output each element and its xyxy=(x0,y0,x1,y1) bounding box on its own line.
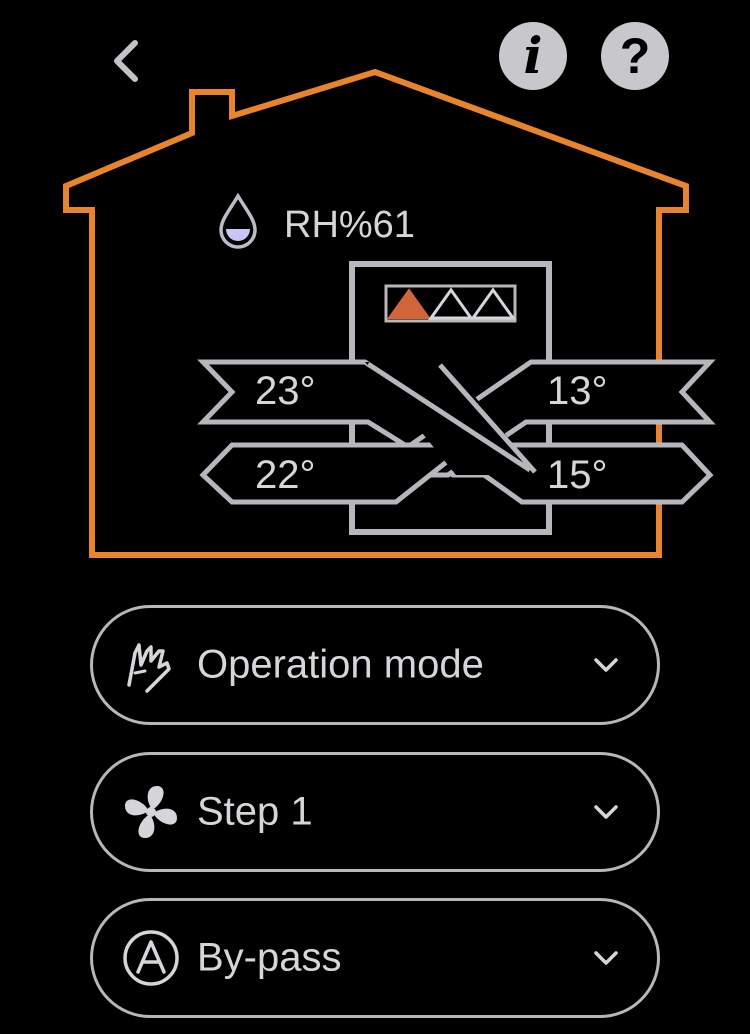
fan-level-step-2 xyxy=(428,287,474,320)
chevron-down-icon xyxy=(594,658,618,672)
house-diagram: RH%61 23° 13° 22° 15° xyxy=(63,30,716,558)
bypass-label: By-pass xyxy=(197,935,342,980)
duct-crossover-edges xyxy=(366,361,537,474)
chevron-left-icon xyxy=(114,40,138,82)
fan-level-indicator xyxy=(384,284,517,323)
info-button[interactable]: i xyxy=(499,22,567,90)
hand-pointer-icon xyxy=(127,643,171,693)
chevron-down-icon xyxy=(594,951,618,965)
help-icon: ? xyxy=(619,28,651,84)
fan-level-step-3 xyxy=(470,287,516,320)
fan-level-step-1 xyxy=(387,288,431,319)
fan-step-label: Step 1 xyxy=(197,789,313,834)
humidity-label: RH%61 xyxy=(284,204,415,246)
duct-bottom-left xyxy=(199,442,476,505)
a-circle-icon xyxy=(123,930,179,986)
chevron-down-icon xyxy=(594,805,618,819)
operation-mode-dropdown[interactable]: Operation mode xyxy=(90,605,660,725)
bypass-dropdown[interactable]: By-pass xyxy=(90,898,660,1018)
temp-bottom-right: 15° xyxy=(547,453,608,497)
help-button[interactable]: ? xyxy=(601,22,669,90)
water-drop-icon xyxy=(219,192,257,249)
fan-step-dropdown[interactable]: Step 1 xyxy=(90,752,660,872)
fan-icon xyxy=(125,786,177,838)
temp-top-right: 13° xyxy=(547,369,608,413)
operation-mode-label: Operation mode xyxy=(197,642,484,687)
house-outline xyxy=(63,68,689,558)
temp-bottom-left: 22° xyxy=(255,453,316,497)
info-icon: i xyxy=(523,26,543,85)
temp-top-left: 23° xyxy=(255,369,316,413)
back-button[interactable] xyxy=(95,30,155,92)
